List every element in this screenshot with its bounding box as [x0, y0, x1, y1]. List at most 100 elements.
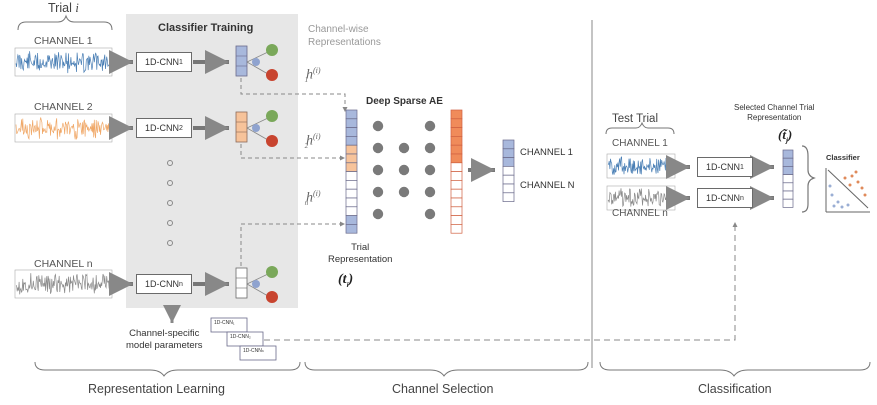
classifier-training-title: Classifier Training: [158, 22, 254, 34]
h1-sup: (i): [313, 66, 321, 75]
mini-cnn-n-label: 1D-CNNₙ: [243, 348, 264, 354]
cnn-n-sub: n: [179, 280, 183, 288]
selected-channel-representation-label: Selected Channel Trial Representation: [734, 103, 815, 123]
selected-channel-vector: [502, 139, 794, 208]
test-vector-cell: [782, 149, 794, 159]
test-vector-cell: [782, 174, 794, 184]
h2-sub: 2: [304, 142, 309, 151]
trial-vector-cell: [345, 109, 358, 120]
classifier-nodes-2: [246, 110, 278, 147]
classifier-nodes-1: [246, 44, 278, 81]
ae-node: [372, 120, 384, 132]
trial-vector-cell: [345, 180, 358, 190]
h2-sup: (i): [313, 132, 321, 141]
classifier-label: Classifier: [826, 153, 860, 162]
channel-1-signal-trace: [15, 51, 112, 74]
channel-selection-brace: [304, 361, 589, 377]
ae-output-cell: [450, 206, 463, 216]
ae-node: [424, 208, 436, 220]
trial-representation-symbol: (ti): [338, 272, 353, 289]
test-vector-cell: [782, 198, 794, 208]
ae-output-channel-n-label: CHANNEL N: [520, 180, 575, 191]
selected-output-cell: [502, 183, 515, 194]
ae-node: [424, 142, 436, 154]
ae-output-cell: [450, 127, 463, 137]
channel-n-signal-trace: [15, 273, 112, 295]
ae-node: [372, 208, 384, 220]
channel-1-label: CHANNEL 1: [34, 35, 93, 47]
channel-specific-params-label: Channel-specific model parameters: [126, 328, 203, 352]
vector-2: [235, 111, 248, 143]
test-channel-n-signal-trace: [607, 188, 675, 208]
section-channel-selection: Channel Selection: [392, 382, 494, 396]
cnn-n-text: 1D-CNN: [145, 279, 180, 289]
ae-output-cell: [450, 180, 463, 190]
selected-rep-sub: j: [785, 136, 788, 145]
ae-node: [398, 142, 410, 154]
test-cnn-n-sub: n: [740, 194, 744, 202]
trial-label: Trial i: [48, 1, 79, 16]
channel-n-signal-frame: [14, 269, 113, 299]
ae-output-cell: [450, 144, 463, 155]
h1-label: h(i)1: [304, 66, 321, 85]
trial-vector-cell: [345, 136, 358, 146]
selected-rep-t: (t̃: [778, 127, 786, 142]
h1-sub: 1: [304, 76, 309, 85]
trial-vector-cell: [345, 162, 358, 172]
selected-rep-close: ): [787, 127, 793, 142]
ae-node: [398, 186, 410, 198]
ae-output-cell: [450, 215, 463, 225]
vector-n: [235, 267, 248, 299]
autoencoder-output-vector: [450, 109, 463, 234]
ellipsis-dots: [167, 160, 173, 246]
ae-node: [372, 186, 384, 198]
trial-vector-cell: [345, 127, 358, 137]
mini-cnn-n-box: [239, 345, 277, 361]
ae-node: [424, 164, 436, 176]
test-channel-n-label: CHANNEL n: [612, 208, 668, 219]
ae-output-cell: [450, 171, 463, 181]
channel-n-signal: [14, 269, 113, 299]
test-vector-cell: [782, 157, 794, 167]
selected-output-cell: [502, 174, 515, 185]
hn-sub: n: [304, 199, 309, 208]
ae-node: [424, 120, 436, 132]
cnn-1-text: 1D-CNN: [145, 57, 180, 67]
ae-node: [424, 186, 436, 198]
channel-2-signal-trace: [15, 117, 112, 141]
selected-output-cell: [502, 192, 515, 202]
ae-output-cell: [450, 118, 463, 128]
hn-sup: (i): [313, 189, 321, 198]
trial-vector-cell: [345, 153, 358, 164]
test-vector-cell: [782, 190, 794, 200]
selected-output-cell: [502, 148, 515, 158]
trial-representation-label: Trial Representation: [328, 242, 393, 265]
trial-vector-cell: [345, 144, 358, 155]
section-representation-learning: Representation Learning: [88, 382, 225, 396]
h2-symbol: h: [306, 133, 313, 149]
channel-1-signal: [14, 47, 113, 77]
test-channel-n-signal: [606, 185, 676, 211]
channel-2-signal: [14, 113, 113, 143]
section-classification: Classification: [698, 382, 772, 396]
test-channel-1-signal: [606, 153, 676, 179]
trial-vector-cell: [345, 171, 358, 181]
hn-symbol: h: [306, 190, 313, 206]
dashed-connector-n: [240, 221, 345, 266]
trial-representation-vector: [345, 109, 358, 234]
trial-vector-cell: [345, 188, 358, 199]
ae-node: [398, 164, 410, 176]
test-channel-1-label: CHANNEL 1: [612, 138, 668, 149]
channel-2-label: CHANNEL 2: [34, 101, 93, 113]
test-cnn-n-text: 1D-CNN: [706, 193, 741, 203]
cnn-1-sub: 1: [179, 58, 183, 66]
ae-output-cell: [450, 197, 463, 208]
ae-output-cell: [450, 188, 463, 199]
trial-vector-cell: [345, 224, 358, 234]
test-trial-brace: [605, 121, 675, 135]
dashed-params-to-classification: [264, 222, 738, 341]
